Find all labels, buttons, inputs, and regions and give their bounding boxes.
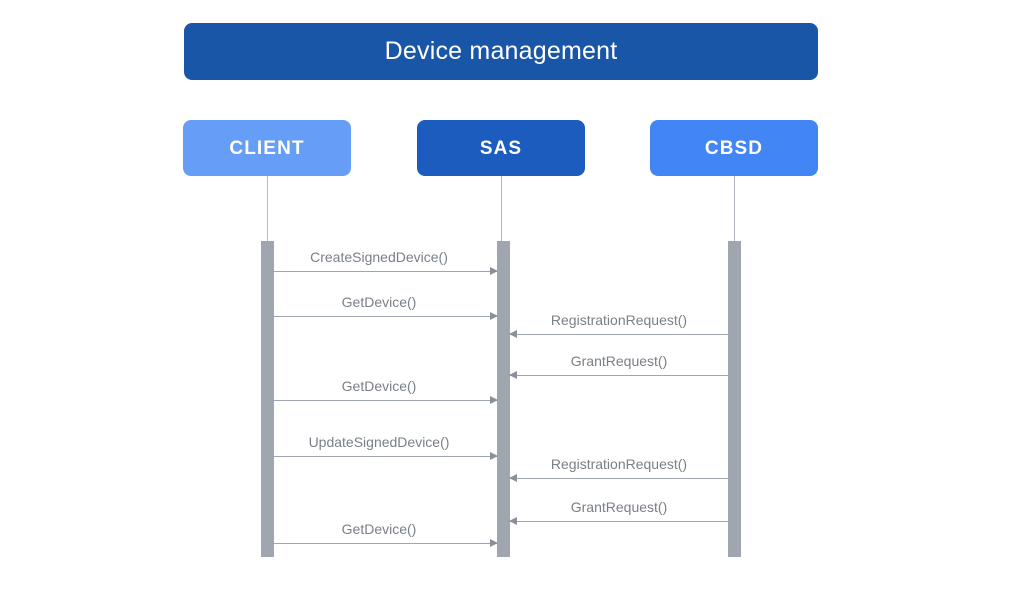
message-line bbox=[261, 456, 497, 457]
message-label: RegistrationRequest() bbox=[550, 456, 688, 472]
message-label: CreateSignedDevice() bbox=[310, 249, 448, 265]
message-line bbox=[510, 375, 728, 376]
lifeline-sas bbox=[501, 176, 502, 241]
participant-cbsd-label: CBSD bbox=[704, 137, 764, 159]
message-label: UpdateSignedDevice() bbox=[308, 434, 450, 450]
message-line bbox=[261, 316, 497, 317]
arrowhead-left-icon bbox=[509, 371, 517, 379]
message-line bbox=[261, 543, 497, 544]
message-line bbox=[510, 478, 728, 479]
arrowhead-right-icon bbox=[490, 539, 498, 547]
activation-bar-client bbox=[261, 241, 274, 557]
participant-client[interactable]: CLIENT bbox=[183, 120, 351, 176]
page-title: Device management bbox=[384, 37, 618, 65]
lifeline-cbsd bbox=[734, 176, 735, 241]
arrowhead-left-icon bbox=[509, 517, 517, 525]
arrowhead-right-icon bbox=[490, 312, 498, 320]
message-label: GetDevice() bbox=[341, 521, 417, 537]
participant-cbsd[interactable]: CBSD bbox=[650, 120, 818, 176]
diagram-title-banner: Device management bbox=[184, 23, 818, 80]
activation-bar-cbsd bbox=[728, 241, 741, 557]
message-line bbox=[261, 271, 497, 272]
message-line bbox=[510, 334, 728, 335]
participant-client-label: CLIENT bbox=[229, 137, 305, 159]
arrowhead-right-icon bbox=[490, 267, 498, 275]
message-label: GetDevice() bbox=[341, 378, 417, 394]
lifeline-client bbox=[267, 176, 268, 241]
arrowhead-right-icon bbox=[490, 396, 498, 404]
arrowhead-right-icon bbox=[490, 452, 498, 460]
activation-bar-sas bbox=[497, 241, 510, 557]
message-line bbox=[261, 400, 497, 401]
message-label: RegistrationRequest() bbox=[550, 312, 688, 328]
message-label: GetDevice() bbox=[341, 294, 417, 310]
message-line bbox=[510, 521, 728, 522]
message-label: GrantRequest() bbox=[570, 353, 668, 369]
arrowhead-left-icon bbox=[509, 474, 517, 482]
arrowhead-left-icon bbox=[509, 330, 517, 338]
message-label: GrantRequest() bbox=[570, 499, 668, 515]
participant-sas[interactable]: SAS bbox=[417, 120, 585, 176]
participant-sas-label: SAS bbox=[479, 137, 523, 159]
